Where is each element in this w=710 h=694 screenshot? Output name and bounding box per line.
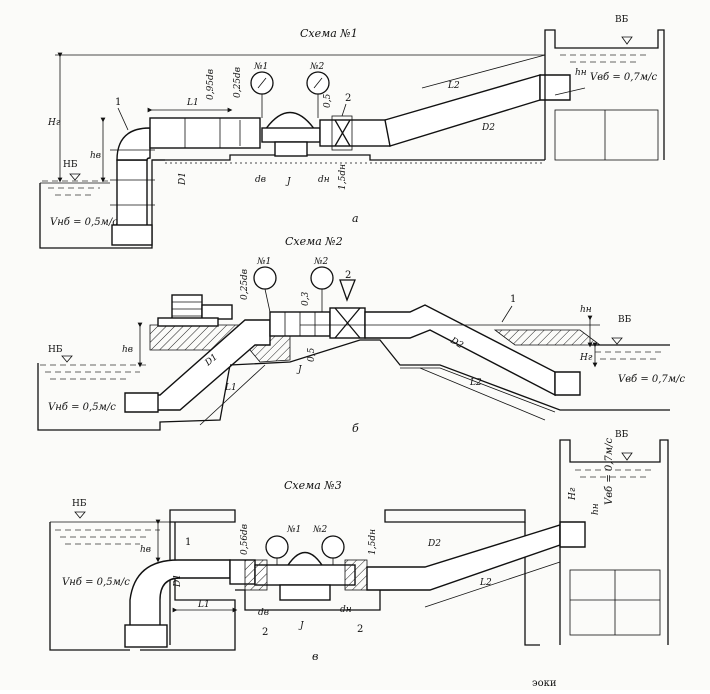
dim-025-s1: 0,25dв xyxy=(233,67,243,98)
vb-label-1: ВБ xyxy=(615,15,629,25)
hn-label-2: hн xyxy=(580,305,592,315)
gauge-1-s3 xyxy=(265,535,289,559)
scheme-1-caption: а xyxy=(352,212,359,225)
dn-label-3: dн xyxy=(340,605,352,615)
dim-025-s2: 0,25dв xyxy=(240,269,250,300)
v-vb-label-1: Vвб = 0,7м/с xyxy=(590,72,657,83)
item-2a-label-s3: 2 xyxy=(262,627,268,638)
item-2b-label-s3: 2 xyxy=(357,624,363,635)
nb-label-2: НБ xyxy=(48,345,63,355)
valve-left-3 xyxy=(244,559,268,591)
l1-label-1: L1 xyxy=(186,98,199,108)
dim-03-s2: 0,3 xyxy=(301,291,311,306)
scheme-1: Схема №1 НБ Vнб = 0,5м/с 1 xyxy=(39,15,665,249)
d1-label-1: D1 xyxy=(178,172,188,186)
gauge-1-label-s3: №1 xyxy=(286,525,301,535)
pressure-pipe-3 xyxy=(366,524,561,591)
suction-horizontal-pipe-1 xyxy=(149,117,261,149)
l2-label-1: L2 xyxy=(447,81,460,91)
scheme-3: Схема №3 НБ Vнб = 0,5м/с №1 №2 xyxy=(49,430,669,663)
l2-label-2: L2 xyxy=(469,378,482,388)
motor-2 xyxy=(157,294,233,327)
dn-label-1: dн xyxy=(318,175,330,185)
scheme-1-title: Схема №1 xyxy=(300,27,358,40)
pressure-pipe-1 xyxy=(384,74,541,147)
upper-reservoir-3 xyxy=(559,439,669,645)
gauge-2-s2 xyxy=(310,266,334,290)
dim-05-s1: 0,5 xyxy=(323,93,333,108)
item-1-label-s1: 1 xyxy=(115,97,121,108)
vb-label-2: ВБ xyxy=(618,315,632,325)
j-label-3: J xyxy=(298,621,305,631)
gauge-2-label-s2: №2 xyxy=(313,257,329,267)
valve-right-3 xyxy=(344,559,368,591)
item-2-label-s1: 2 xyxy=(345,93,351,104)
hv-label-3: hв xyxy=(140,545,151,555)
item-1-label-s2: 1 xyxy=(510,294,516,305)
nb-label-3: НБ xyxy=(72,499,87,509)
suction-pipe-3 xyxy=(129,559,231,631)
hg-label-1: Hг xyxy=(47,118,61,128)
scheme-2-caption: б xyxy=(352,422,359,435)
d1-label-3: D1 xyxy=(173,574,183,588)
gauge-1-s2 xyxy=(253,266,277,290)
dim-056-s3: 0,56dв xyxy=(240,524,250,555)
item-2-label-s2: 2 xyxy=(345,270,351,281)
j-label-2: J xyxy=(296,365,303,375)
pump-1 xyxy=(261,112,321,157)
caption-fragment: эоки xyxy=(532,678,557,689)
j-label-1: J xyxy=(285,177,292,187)
scheme-2: Схема №2 НБ Vнб = 0,5м/с №1 xyxy=(37,235,685,435)
gauge-2-label-s1: №2 xyxy=(309,62,325,72)
gauge-2-s3 xyxy=(321,535,345,559)
gauge-2-label-s3: №2 xyxy=(312,525,328,535)
scheme-3-caption: в xyxy=(312,650,318,663)
v-nb-label-2: Vнб = 0,5м/с xyxy=(48,402,116,413)
dim-05-s2: 0,5 xyxy=(307,347,317,362)
dim-15-s1: 1,5dн xyxy=(338,164,348,190)
hv-label-2: hв xyxy=(122,345,133,355)
gauge-1-label-s1: №1 xyxy=(253,62,268,72)
l1-label-2: L1 xyxy=(224,383,237,393)
item-1-label-s3: 1 xyxy=(185,537,191,548)
upper-reservoir-1 xyxy=(544,29,665,161)
nb-label-1: НБ xyxy=(63,160,78,170)
dv-label-3: dв xyxy=(258,608,269,618)
gauge-1-label-s2: №1 xyxy=(256,257,271,267)
suction-pipe-1 xyxy=(110,127,155,246)
l2-label-3: L2 xyxy=(479,578,492,588)
hv-label-1: hв xyxy=(90,151,101,161)
l1-label-3: L1 xyxy=(197,600,210,610)
d2-label-1: D2 xyxy=(481,123,495,133)
hg-label-2: Hг xyxy=(579,353,593,363)
d2-label-3: D2 xyxy=(427,539,441,549)
scheme-3-title: Схема №3 xyxy=(284,479,342,492)
hg-label-3: Hг xyxy=(568,487,578,501)
dim-15-s3: 1,5dн xyxy=(368,529,378,555)
hn-label-3: hн xyxy=(591,503,601,515)
dim-095-s1: 0,95dв xyxy=(206,69,216,100)
scheme-2-title: Схема №2 xyxy=(285,235,343,248)
hn-label-1: hн xyxy=(575,68,587,78)
v-nb-label-3: Vнб = 0,5м/с xyxy=(62,577,130,588)
v-nb-label-1: Vнб = 0,5м/с xyxy=(50,217,118,228)
foundation-right-2 xyxy=(493,329,602,346)
dv-label-1: dв xyxy=(255,175,266,185)
v-vb-label-3: Vвб = 0,7м/с xyxy=(604,438,615,505)
vb-label-3: ВБ xyxy=(615,430,629,440)
pump-3 xyxy=(254,552,356,601)
v-vb-label-2: Vвб = 0,7м/с xyxy=(618,374,685,385)
